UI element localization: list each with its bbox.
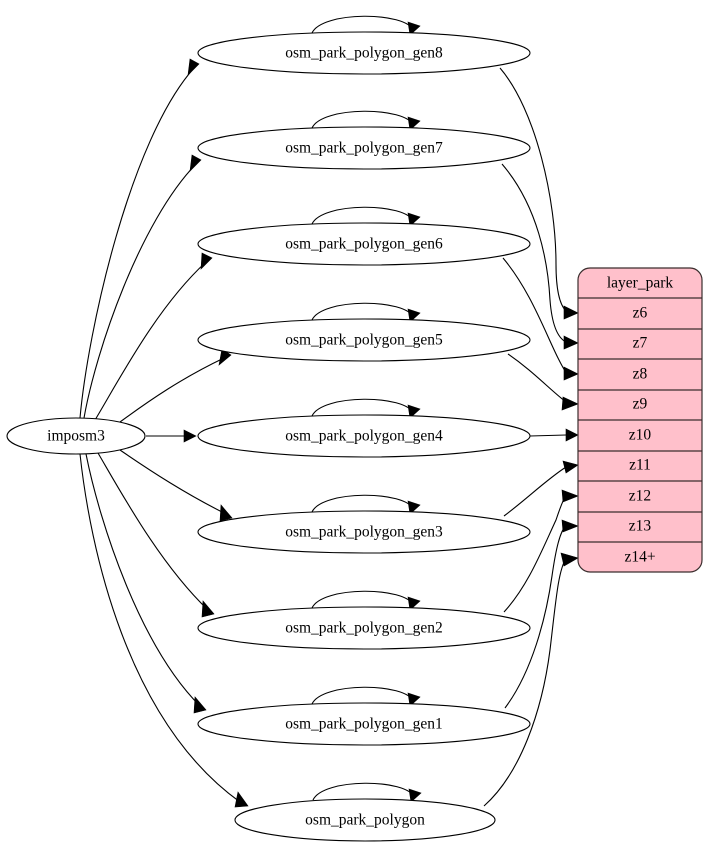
node-label-gen4: osm_park_polygon_gen4 <box>285 428 443 445</box>
node-label-gen1: osm_park_polygon_gen1 <box>285 716 443 733</box>
node-shape-gen4[interactable] <box>197 414 531 458</box>
table-row-z9[interactable]: z9 <box>633 396 648 413</box>
node-label-gen8: osm_park_polygon_gen8 <box>285 45 443 62</box>
edge-imposm3-to-base <box>79 453 249 808</box>
table-row-z12[interactable]: z12 <box>629 488 651 505</box>
node-osm-park-polygon-gen4[interactable]: osm_park_polygon_gen4 <box>197 398 531 458</box>
table-row-z7[interactable]: z7 <box>633 335 648 352</box>
node-shape-gen7[interactable] <box>197 126 531 170</box>
node-label-imposm3: imposm3 <box>47 428 105 445</box>
node-osm-park-polygon-gen5[interactable]: osm_park_polygon_gen5 <box>197 302 531 362</box>
table-row-z8[interactable]: z8 <box>633 366 648 383</box>
node-shape-gen1[interactable] <box>197 702 531 746</box>
edge-gen5-to-z9 <box>507 353 579 411</box>
node-label-gen2: osm_park_polygon_gen2 <box>285 620 443 637</box>
edge-imposm3-to-gen5 <box>119 348 232 423</box>
node-label-gen6: osm_park_polygon_gen6 <box>285 236 443 253</box>
edge-imposm3-to-gen7 <box>83 154 202 419</box>
table-row-z10[interactable]: z10 <box>629 427 652 444</box>
node-label-gen7: osm_park_polygon_gen7 <box>285 140 443 157</box>
node-osm-park-polygon-gen6[interactable]: osm_park_polygon_gen6 <box>197 206 531 266</box>
node-label-base: osm_park_polygon <box>305 812 425 829</box>
node-osm-park-polygon-gen1[interactable]: osm_park_polygon_gen1 <box>197 686 531 746</box>
edge-gen4-to-z10 <box>529 428 579 442</box>
edge-base-to-z14plus <box>483 552 579 807</box>
node-osm-park-polygon[interactable]: osm_park_polygon <box>234 782 496 842</box>
edge-imposm3-to-gen3 <box>119 449 233 522</box>
edge-gen3-to-z11 <box>503 460 579 517</box>
edge-gen1-to-z13 <box>504 519 579 709</box>
table-header-layer-park: layer_park <box>607 275 674 292</box>
node-layer-park-table[interactable]: layer_park z6 z7 z8 z9 z10 z11 z12 z13 z… <box>577 267 703 573</box>
edge-imposm3-to-gen6 <box>94 252 213 421</box>
edge-gen2-to-z12 <box>503 489 579 613</box>
node-shape-gen5[interactable] <box>197 318 531 362</box>
node-imposm3[interactable]: imposm3 <box>6 417 146 455</box>
node-osm-park-polygon-gen3[interactable]: osm_park_polygon_gen3 <box>197 494 531 554</box>
table-row-z11[interactable]: z11 <box>629 457 651 474</box>
edge-gen8-to-z6 <box>499 67 579 320</box>
node-shape-gen6[interactable] <box>197 222 531 266</box>
table-row-z14plus[interactable]: z14+ <box>624 549 655 566</box>
node-label-gen5: osm_park_polygon_gen5 <box>285 332 443 349</box>
table-edges-group <box>483 67 579 807</box>
edge-imposm3-to-gen2 <box>97 452 215 618</box>
edge-gen7-to-z7 <box>501 163 579 350</box>
node-osm-park-polygon-gen8[interactable]: osm_park_polygon_gen8 <box>197 15 531 75</box>
node-osm-park-polygon-gen2[interactable]: osm_park_polygon_gen2 <box>197 590 531 650</box>
node-shape-gen2[interactable] <box>197 606 531 650</box>
edge-gen6-to-z8 <box>502 257 579 381</box>
table-row-z13[interactable]: z13 <box>629 518 652 535</box>
node-shape-gen3[interactable] <box>197 510 531 554</box>
node-label-gen3: osm_park_polygon_gen3 <box>285 524 443 541</box>
node-shape-gen8[interactable] <box>197 31 531 75</box>
node-shape-base[interactable] <box>234 798 496 842</box>
edge-imposm3-to-gen8 <box>79 58 200 419</box>
node-shape-imposm3[interactable] <box>6 417 146 455</box>
polygon-nodes-group: osm_park_polygon_gen8 osm_park_polygon_g… <box>197 15 531 842</box>
table-row-z6[interactable]: z6 <box>633 305 648 322</box>
edge-imposm3-to-gen1 <box>85 453 207 714</box>
edge-imposm3-to-gen4 <box>146 429 197 443</box>
node-osm-park-polygon-gen7[interactable]: osm_park_polygon_gen7 <box>197 110 531 170</box>
